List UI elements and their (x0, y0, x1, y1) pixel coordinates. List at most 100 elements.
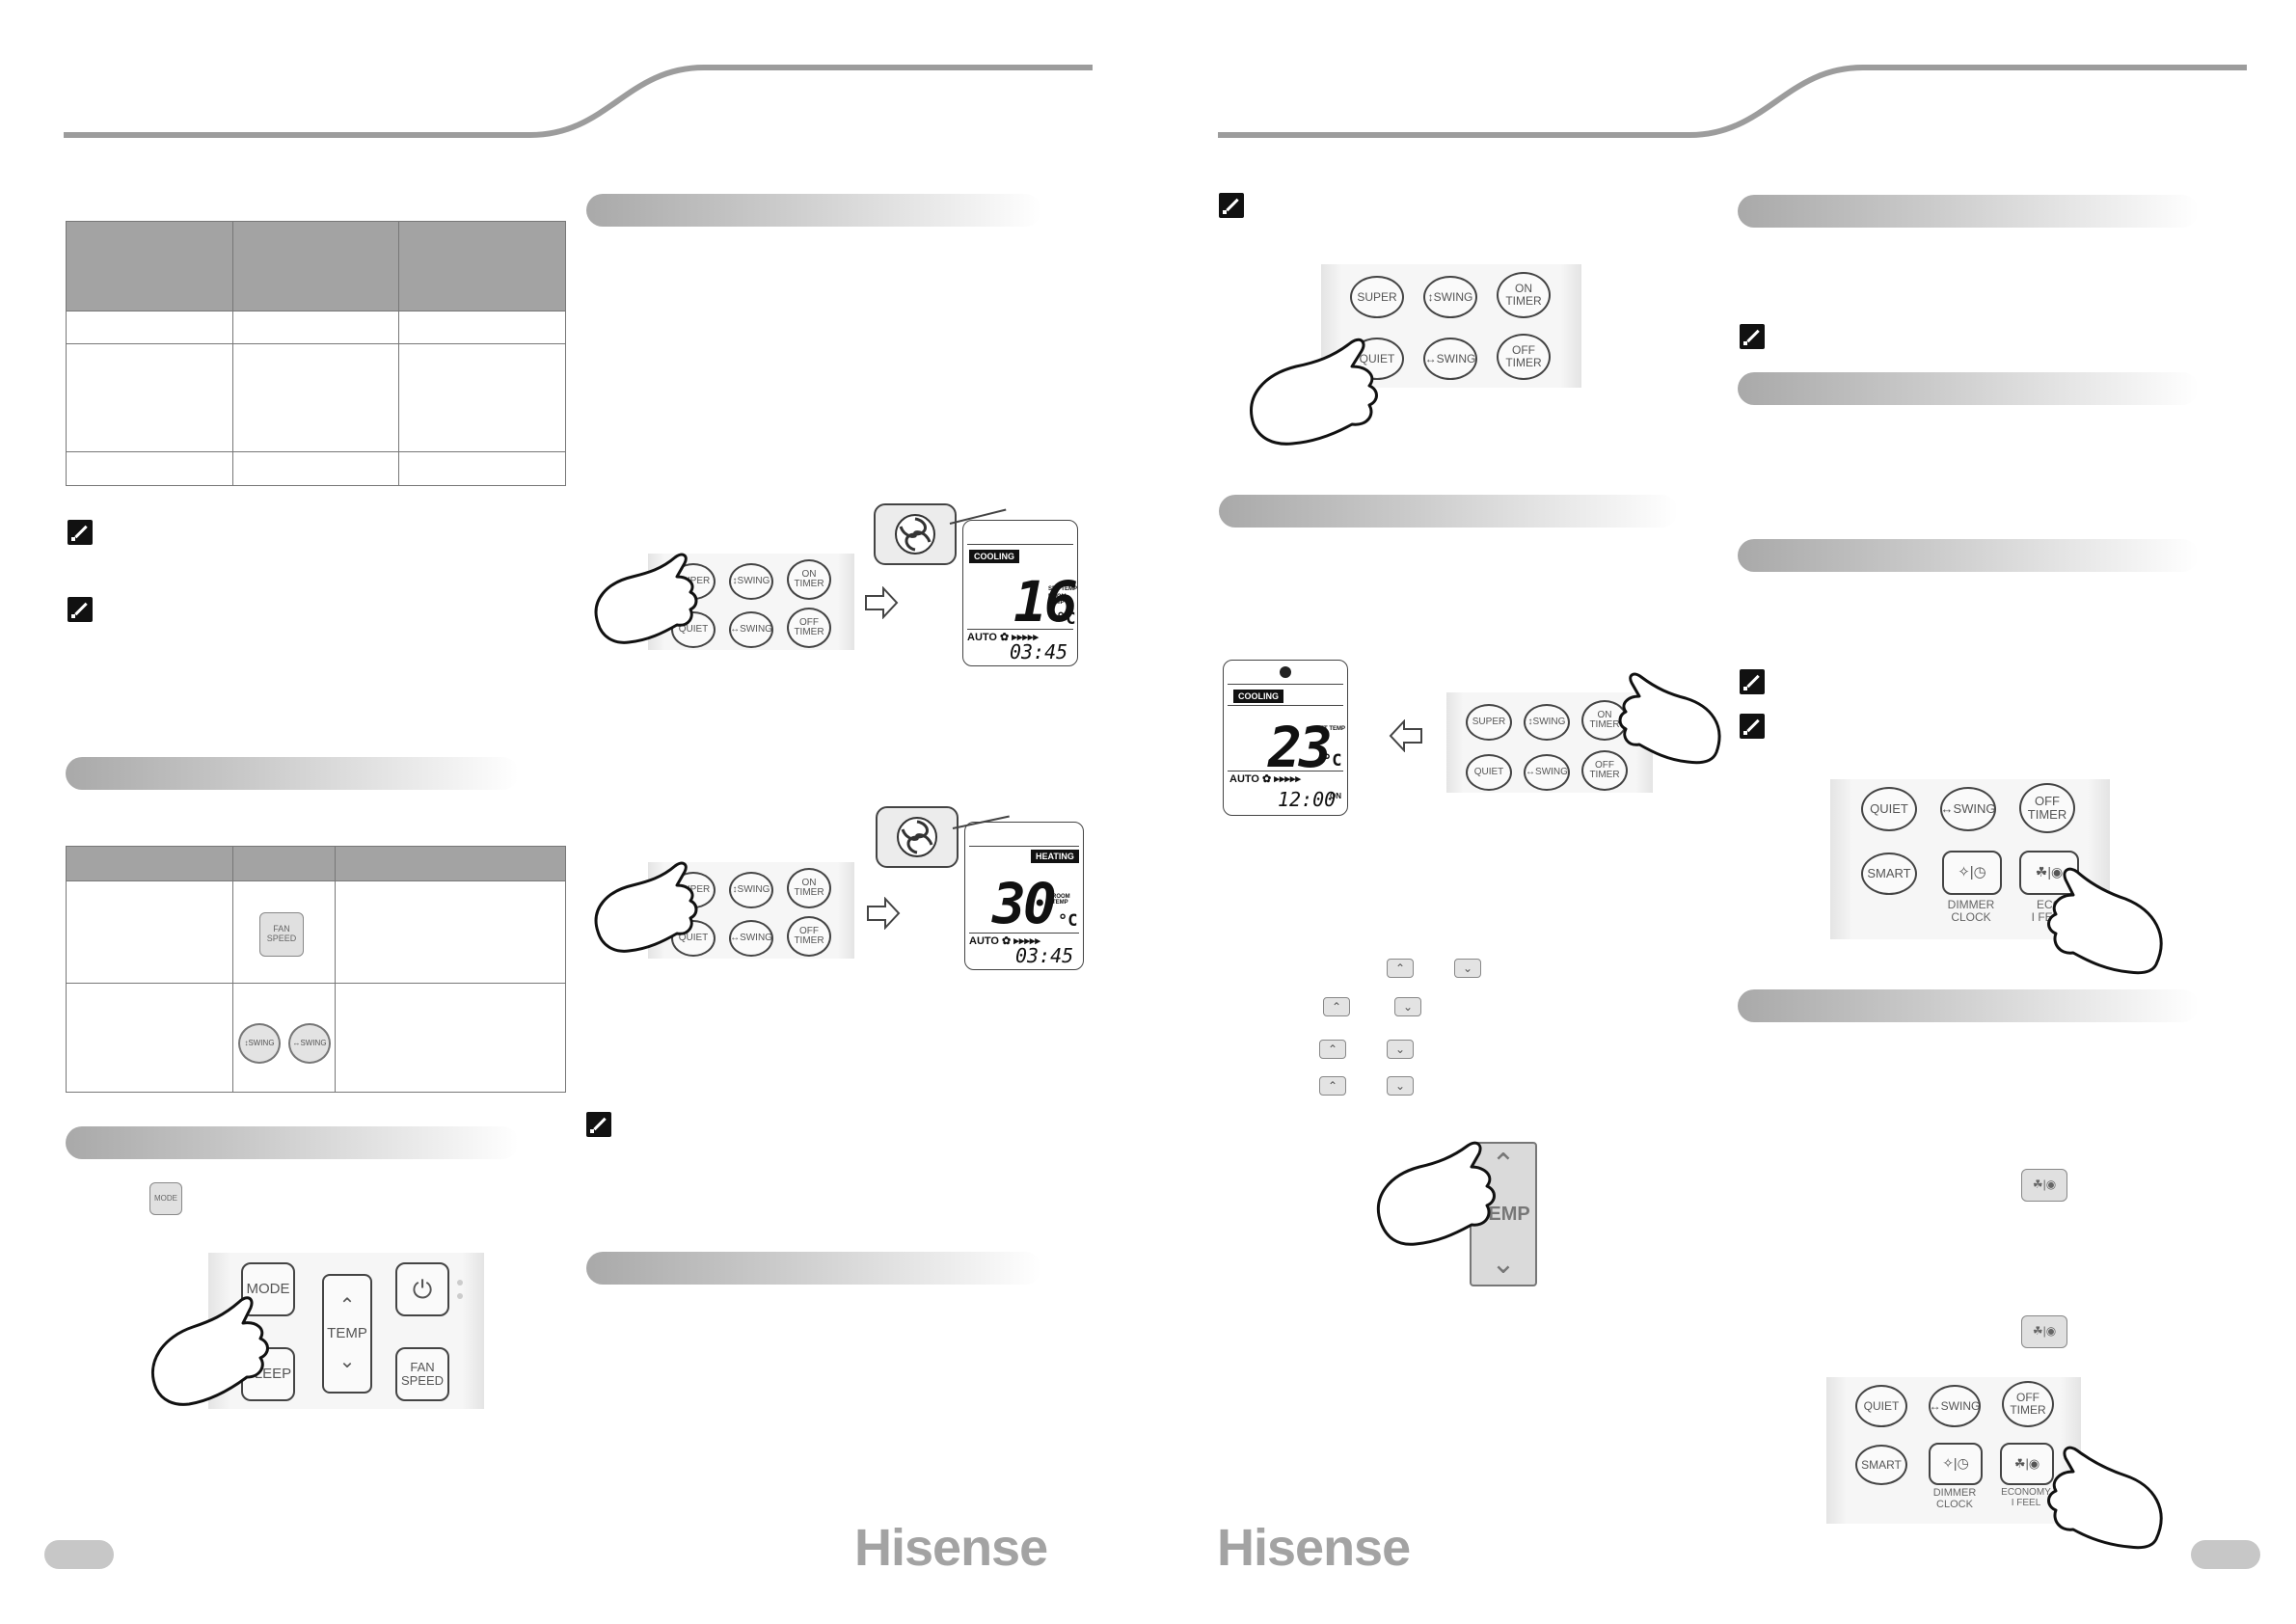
swing-h-button[interactable]: ↔SWING (1929, 1385, 1981, 1427)
dimmer-clock-icon: ✧|◷ (1942, 1455, 1969, 1472)
note-icon (68, 520, 93, 545)
economy-feel-key: ☘|◉ (2021, 1315, 2067, 1348)
mode-key-small: MODE (149, 1182, 182, 1215)
set-temp-label: SET TEMP (1048, 586, 1078, 592)
chevron-down-icon: ⌄ (1454, 959, 1481, 978)
clock-readout: 03:45 (1010, 640, 1068, 663)
sleep-button[interactable]: SLEEP (241, 1347, 295, 1401)
clock-label: CLOCK (1936, 1499, 1973, 1511)
fan-bubble (876, 806, 959, 868)
on-timer-button[interactable]: ON TIMER (787, 868, 831, 908)
swing-h-button-label: ↔SWING (1940, 801, 1996, 817)
mode-button[interactable]: MODE (241, 1262, 295, 1316)
fan-auto-label: AUTO ✿ ▸▸▸▸▸ (967, 632, 1039, 643)
swing-h-button[interactable]: ↔SWING (729, 920, 773, 957)
off-timer-button[interactable]: OFF TIMER (1581, 750, 1628, 791)
chevron-up-icon: ⌃ (1491, 1149, 1516, 1180)
off-timer-button[interactable]: OFF TIMER (787, 916, 831, 957)
swing-h-button[interactable]: ↔SWING (729, 611, 773, 648)
section-bar (586, 1252, 1041, 1285)
super-button[interactable]: SUPER (1466, 704, 1512, 741)
swing-h-button[interactable]: ↔SWING (1524, 754, 1570, 791)
remote-smart-panel-b: QUIET ↔SWING OFF TIMER SMART ✧|◷ ☘|◉ DIM… (1826, 1377, 2081, 1524)
on-timer-button[interactable]: ON TIMER (787, 559, 831, 600)
super-button[interactable]: SUPER (671, 563, 716, 600)
page-number-bubble (2191, 1540, 2260, 1569)
off-timer-button[interactable]: OFF TIMER (2019, 783, 2075, 833)
dimmer-clock-button[interactable]: ✧|◷ (1942, 851, 2002, 895)
dimmer-clock-caption: DIMMER CLOCK (1923, 1487, 1986, 1510)
off-timer-button[interactable]: OFF TIMER (1497, 334, 1551, 380)
quiet-button[interactable]: QUIET (1466, 754, 1512, 791)
swing-v-button[interactable]: ↕SWING (1423, 276, 1477, 318)
swing-h-button[interactable]: ↔SWING (1423, 338, 1477, 380)
temperature-readout: 30 (992, 871, 1057, 936)
section-bar (586, 194, 1041, 227)
lcd-display-heating: HEATING 30 ROOM TEMP °C AUTO ✿ ▸▸▸▸▸ 03:… (964, 822, 1084, 970)
off-timer-button[interactable]: OFF TIMER (787, 608, 831, 648)
fan-auto-label: AUTO ✿ ▸▸▸▸▸ (969, 935, 1040, 947)
power-icon: ⏻ (412, 1274, 433, 1304)
swing-h-button-label: ↔SWING (730, 932, 772, 943)
smart-button[interactable]: SMART (1861, 853, 1917, 895)
off-timer-button-label: OFF TIMER (1589, 759, 1620, 780)
super-button[interactable]: SUPER (671, 872, 716, 908)
quiet-button[interactable]: QUIET (1350, 338, 1404, 380)
off-timer-button[interactable]: OFF TIMER (2002, 1381, 2054, 1427)
brand-logo: Hisense (854, 1519, 1048, 1577)
quiet-button[interactable]: QUIET (1855, 1385, 1907, 1427)
super-button-label: SUPER (1357, 289, 1397, 304)
chevron-up-icon: ⌃ (1323, 997, 1350, 1016)
dimmer-clock-caption: DIMMER CLOCK (1936, 898, 2006, 924)
on-timer-button[interactable]: ON TIMER (1497, 272, 1551, 318)
fan-speed-button[interactable]: FAN SPEED (395, 1347, 449, 1401)
super-button[interactable]: SUPER (1350, 276, 1404, 318)
chevron-down-icon: ⌄ (1491, 1248, 1516, 1280)
swing-v-button[interactable]: ↕SWING (729, 563, 773, 600)
chevron-down-icon: ⌄ (1387, 1040, 1414, 1059)
quiet-button[interactable]: QUIET (671, 611, 716, 648)
mode-tag: COOLING (969, 550, 1019, 563)
swing-v-button[interactable]: ↕SWING (729, 872, 773, 908)
note-icon (586, 1112, 611, 1137)
room-temp-label: ROOM TEMP (1052, 894, 1070, 906)
quiet-button[interactable]: QUIET (1861, 787, 1917, 831)
note-icon (1219, 193, 1244, 218)
swing-v-button[interactable]: ↕SWING (1524, 704, 1570, 741)
economy-feel-icon: ☘|◉ (2013, 1455, 2040, 1471)
lcd-display-timer: COOLING 23 SET TEMP °C AUTO ✿ ▸▸▸▸▸ 12:0… (1223, 660, 1348, 816)
fan-speed-button-label: FAN SPEED (400, 1359, 445, 1388)
temp-rocker-large[interactable]: ⌃ TEMP ⌄ (1470, 1142, 1537, 1286)
power-button[interactable]: ⏻ (395, 1262, 449, 1316)
on-timer-button[interactable]: ON TIMER (1581, 700, 1628, 741)
quiet-button[interactable]: QUIET (671, 920, 716, 957)
quiet-button-label: QUIET (1359, 351, 1395, 365)
set-temp-label: SET TEMP (1316, 726, 1346, 732)
on-timer-button-label: ON TIMER (1505, 282, 1542, 308)
super-button-label: SUPER (1472, 716, 1506, 727)
section-bar (1738, 372, 2199, 405)
page-number-bubble (44, 1540, 114, 1569)
swing-v-key: ↕SWING (238, 1023, 281, 1064)
off-timer-button-label: OFF TIMER (2010, 1391, 2046, 1417)
swing-v-button-label: ↕SWING (1527, 716, 1566, 727)
economy-feel-caption: ECONOMY I FEEL (1992, 1487, 2060, 1508)
clock-readout: 12:00 (1278, 788, 1337, 811)
remote-smart-panel-a: QUIET ↔SWING OFF TIMER SMART ✧|◷ ☘|◉ DIM… (1830, 779, 2110, 939)
smart-button[interactable]: SMART (1855, 1445, 1907, 1485)
on-timer-button-label: ON TIMER (794, 877, 824, 898)
economy-feel-button[interactable]: ☘|◉ (2000, 1443, 2054, 1485)
temp-rocker[interactable]: ⌃ TEMP ⌄ (322, 1274, 372, 1394)
indicator-dot (457, 1293, 463, 1299)
temperature-readout: 16 (1013, 569, 1078, 635)
chevron-up-icon: ⌃ (1319, 1076, 1346, 1096)
economy-feel-caption: ECO I FEEL (2017, 898, 2081, 924)
unit-label: °C (1058, 911, 1078, 931)
sleep-button-label: SLEEP (244, 1365, 292, 1382)
chevron-down-icon: ⌄ (1394, 997, 1421, 1016)
dimmer-clock-button[interactable]: ✧|◷ (1929, 1443, 1983, 1485)
swing-h-button[interactable]: ↔SWING (1940, 787, 1996, 831)
arrow-left-icon (1389, 719, 1422, 752)
economy-feel-button[interactable]: ☘|◉ (2019, 851, 2079, 895)
super-button-label: SUPER (676, 575, 711, 586)
